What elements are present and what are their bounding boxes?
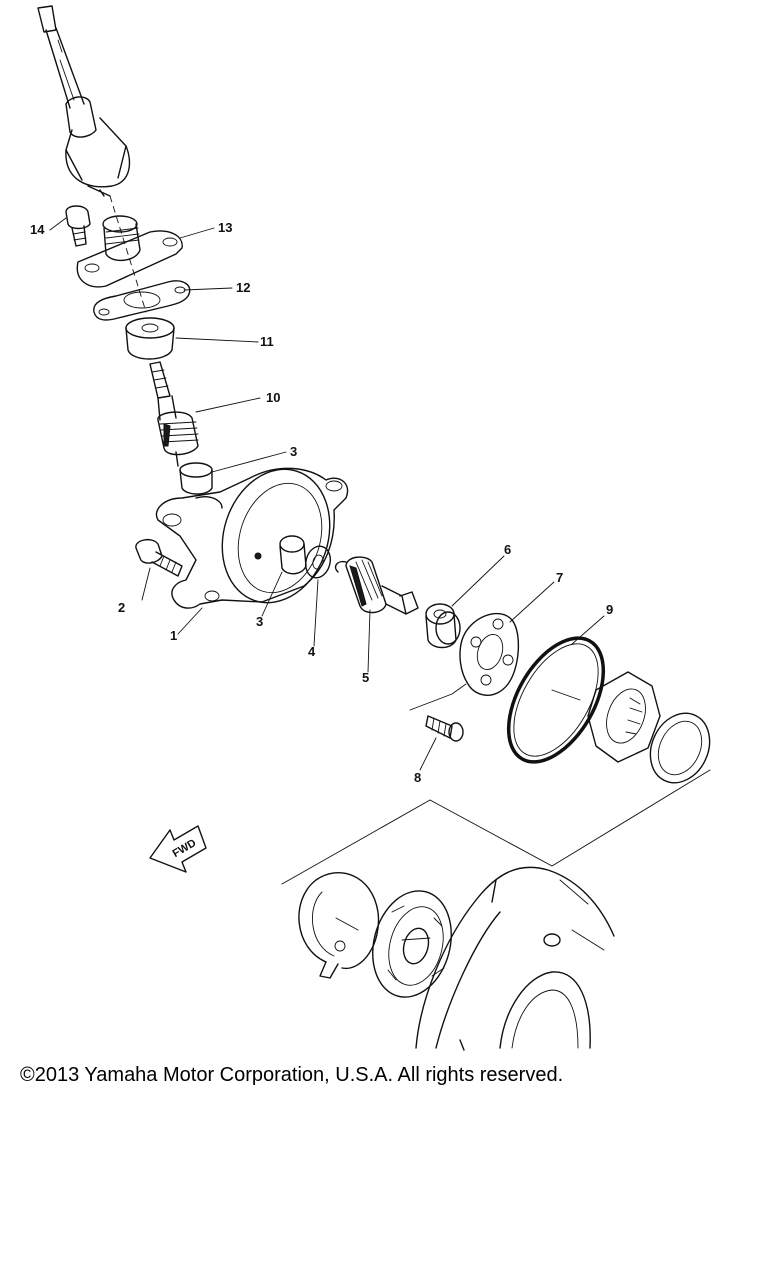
part-4-washer [304, 545, 332, 579]
leader-lines [49, 217, 605, 771]
callout-9: 9 [606, 602, 613, 617]
speedometer-cable [37, 5, 131, 197]
part-7-plate [459, 612, 520, 696]
assembly-lines [281, 683, 711, 885]
callout-8: 8 [414, 770, 421, 785]
part-5-drive-gear [334, 556, 419, 615]
callout-14: 14 [30, 222, 45, 237]
callout-5: 5 [362, 670, 369, 685]
callout-12: 12 [236, 280, 250, 295]
part-14-bolt [65, 205, 91, 247]
callout-11: 11 [260, 334, 274, 349]
fwd-arrow-icon: FWD [149, 825, 207, 873]
parts-diagram: FWD 14 13 12 11 10 3 2 1 3 4 5 6 7 8 9 [30, 5, 711, 1051]
part-2-bolt [135, 538, 183, 577]
callouts: 14 13 12 11 10 3 2 1 3 4 5 6 7 8 9 [30, 220, 613, 785]
callout-13: 13 [218, 220, 232, 235]
part-13-flange [76, 215, 183, 288]
callout-3-upper: 3 [290, 444, 297, 459]
callout-3-lower: 3 [256, 614, 263, 629]
part-8-screw [425, 715, 464, 742]
fwd-label: FWD [171, 837, 199, 860]
bottom-assembly [298, 866, 615, 1051]
callout-6: 6 [504, 542, 511, 557]
callout-10: 10 [266, 390, 280, 405]
part-6-bushing [425, 603, 461, 649]
part-9-o-ring [506, 636, 606, 764]
part-11-bushing [125, 317, 175, 360]
callout-4: 4 [308, 644, 316, 659]
part-1-housing [155, 467, 349, 609]
callout-1: 1 [170, 628, 177, 643]
part-12-gasket [93, 280, 191, 321]
nut-and-washer [587, 671, 711, 784]
copyright-notice: ©2013 Yamaha Motor Corporation, U.S.A. A… [20, 1064, 564, 1086]
part-10-driven-gear [149, 361, 199, 467]
part-3-upper-bushing [179, 462, 213, 495]
callout-7: 7 [556, 570, 563, 585]
callout-2: 2 [118, 600, 125, 615]
